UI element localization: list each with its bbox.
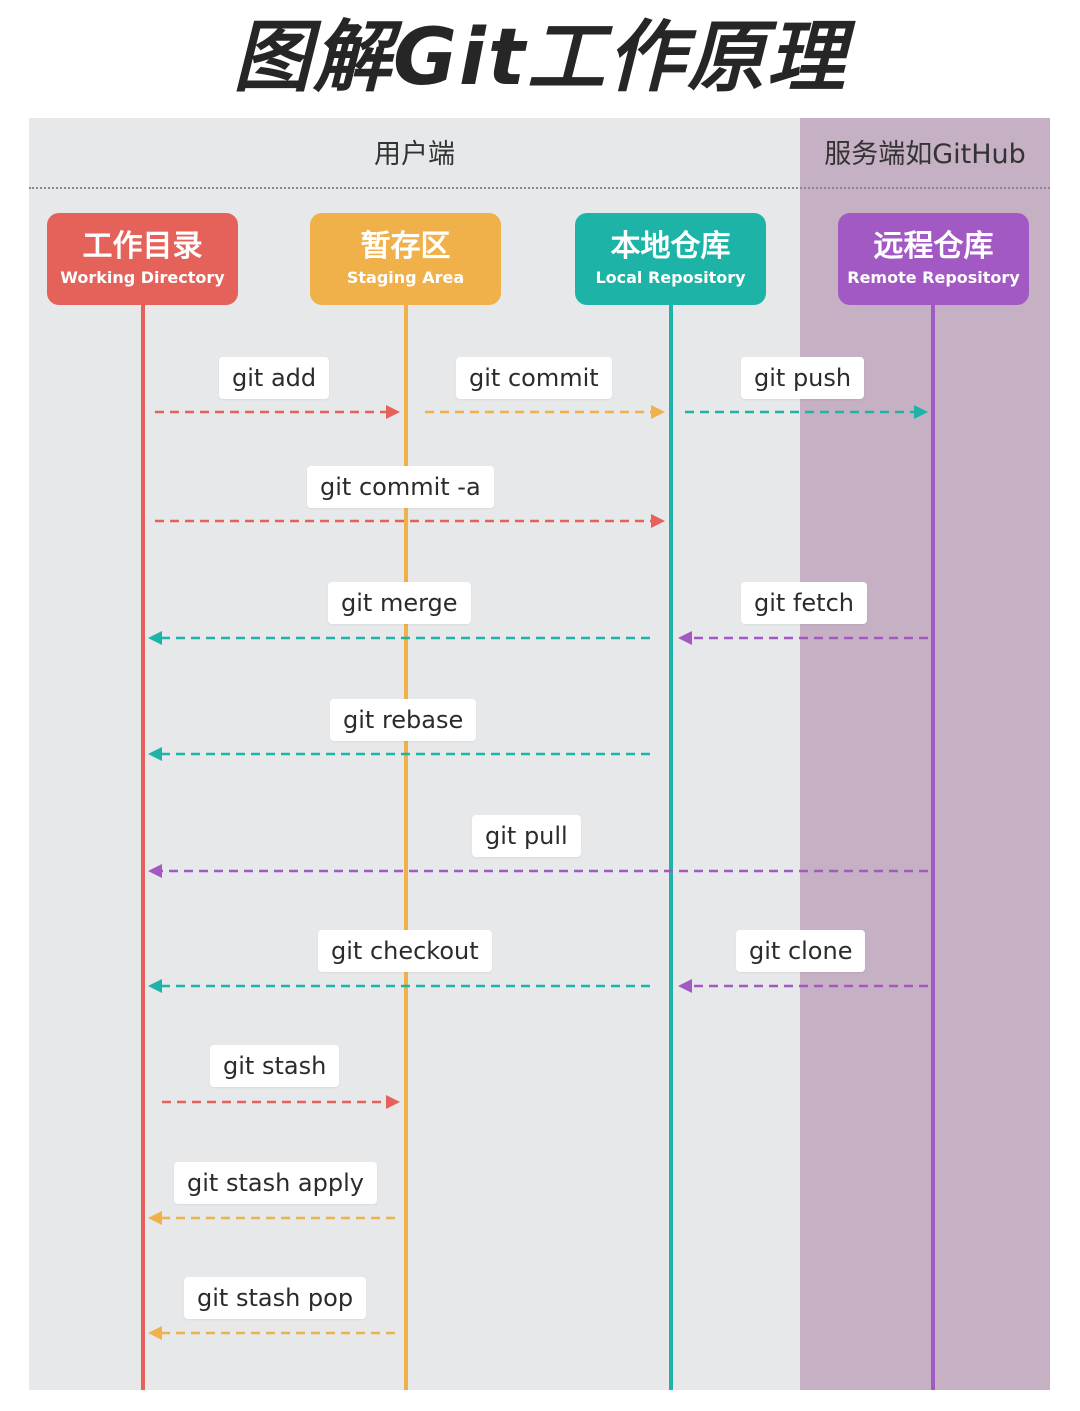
arrow-head [148,979,162,993]
staging-area-box: 暂存区 Staging Area [310,213,501,305]
cmd-git-stash-apply: git stash apply [174,1162,377,1204]
arrow-head [678,631,692,645]
arrow-head [148,747,162,761]
remote-repository-lifeline [931,305,935,1390]
arrow-head [148,864,162,878]
arrow-git-pull [148,864,928,878]
arrow-git-stash [162,1095,400,1109]
arrow-head [148,1211,162,1225]
cmd-git-add: git add [219,357,330,399]
local-repository-zh: 本地仓库 [610,229,731,264]
arrow-git-add [155,405,400,419]
arrow-git-stash-apply [148,1211,395,1225]
remote-repository-en: Remote Repository [847,268,1020,287]
staging-area-en: Staging Area [346,268,465,287]
arrow-head [148,1326,162,1340]
cmd-git-pull: git pull [472,815,581,857]
client-zone-label: 用户端 [374,139,455,170]
arrow-git-rebase [148,747,650,761]
remote-repository-zh: 远程仓库 [873,229,994,264]
arrow-git-stash-pop [148,1326,395,1340]
arrow-git-commit [425,405,665,419]
cmd-git-rebase: git rebase [330,699,477,741]
cmd-git-commit: git commit [456,357,612,399]
cmd-git-clone: git clone [736,930,866,972]
remote-repository-box: 远程仓库 Remote Repository [838,213,1029,305]
arrow-head [386,405,400,419]
arrow-git-checkout [148,979,650,993]
server-zone [800,118,1050,1390]
arrow-git-commit--a [155,514,665,528]
arrow-git-clone [678,979,928,993]
arrow-git-fetch [678,631,928,645]
cmd-git-stash: git stash [210,1045,340,1087]
arrow-head [651,405,665,419]
cmd-git-checkout: git checkout [318,930,492,972]
server-zone-label: 服务端如GitHub [824,139,1026,170]
cmd-git-merge: git merge [328,582,471,624]
cmd-git-stash-pop: git stash pop [184,1277,367,1319]
page-title: 图解Git工作原理 [232,13,848,103]
working-directory-box: 工作目录 Working Directory [47,213,238,305]
arrow-git-push [685,405,928,419]
cmd-git-fetch: git fetch [741,582,867,624]
staging-area-zh: 暂存区 [360,229,451,264]
arrow-head [148,631,162,645]
arrow-git-merge [148,631,650,645]
cmd-git-commit-a: git commit -a [307,466,494,508]
zone-divider [29,187,1050,189]
local-repository-box: 本地仓库 Local Repository [575,213,766,305]
working-directory-en: Working Directory [60,268,225,287]
working-directory-zh: 工作目录 [82,229,203,264]
arrow-head [651,514,665,528]
arrow-head [678,979,692,993]
local-repository-lifeline [669,305,673,1390]
cmd-git-push: git push [741,357,865,399]
staging-area-lifeline [404,305,408,1390]
arrow-head [914,405,928,419]
working-directory-lifeline [141,305,145,1390]
arrow-head [386,1095,400,1109]
local-repository-en: Local Repository [595,268,746,287]
